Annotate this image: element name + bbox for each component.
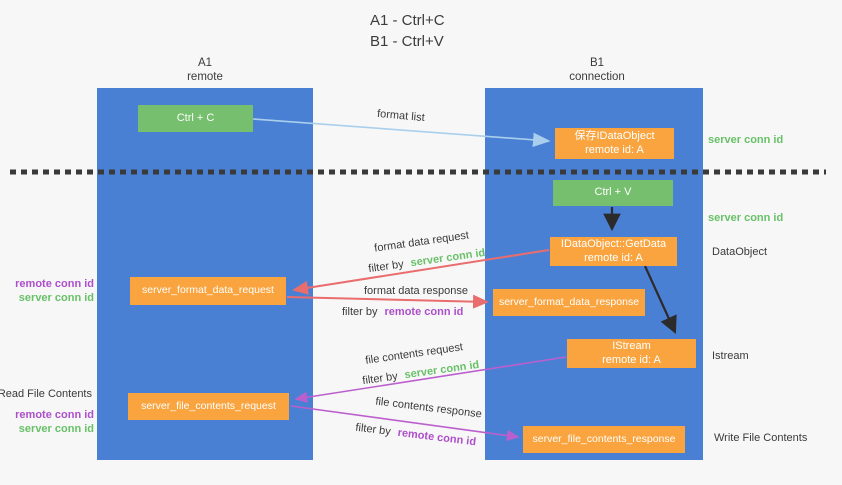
lifeline-a1-title: A1 bbox=[197, 57, 213, 69]
ctrl-c-label: Ctrl + C bbox=[176, 111, 215, 124]
filter-by-text: filter by bbox=[354, 421, 392, 438]
read-file-contents-annotation: Read File Contents bbox=[0, 388, 92, 400]
title-line-b1: B1 - Ctrl+V bbox=[370, 33, 444, 50]
save-dataobject-line1: 保存IDataObject bbox=[574, 130, 655, 142]
filter-by-remote-conn-id-label-2: filter by remote conn id bbox=[355, 422, 477, 450]
ctrl-v-node: Ctrl + V bbox=[553, 180, 673, 206]
ctrl-c-node: Ctrl + C bbox=[138, 105, 253, 132]
server-format-data-response-node: server_format_data_response bbox=[493, 289, 645, 316]
left-remote-conn-id-top: remote conn id bbox=[15, 278, 94, 290]
remote-conn-id-text: remote conn id bbox=[384, 306, 464, 318]
save-dataobject-node: 保存IDataObject remote id: A bbox=[555, 128, 674, 159]
filter-by-text: filter by bbox=[361, 370, 399, 388]
lifeline-b1-title: B1 bbox=[589, 57, 605, 69]
server-file-contents-response-node: server_file_contents_response bbox=[523, 426, 685, 453]
left-conn-id-pair-bottom: remote conn id server conn id bbox=[15, 408, 94, 436]
format-list-label: format list bbox=[377, 108, 426, 125]
server-conn-id-text: server conn id bbox=[409, 246, 486, 270]
file-contents-response-text: file contents response bbox=[374, 395, 483, 421]
lifeline-header-b1: B1 connection bbox=[537, 56, 657, 84]
lifeline-b1-subtitle: connection bbox=[569, 71, 625, 83]
right-server-conn-id-top: server conn id bbox=[708, 134, 784, 146]
lifeline-a1-subtitle: remote bbox=[187, 71, 223, 83]
format-data-response-label: format data response bbox=[364, 285, 468, 298]
filter-by-text: filter by bbox=[342, 306, 378, 318]
format-data-response-text: format data response bbox=[364, 285, 468, 297]
title-line-a1: A1 - Ctrl+C bbox=[370, 12, 445, 29]
file-contents-response-label: file contents response bbox=[375, 396, 483, 422]
getdata-line2: remote id: A bbox=[584, 251, 643, 264]
left-conn-id-pair-top: remote conn id server conn id bbox=[15, 277, 94, 305]
server-format-data-request-label: server_format_data_request bbox=[142, 284, 274, 297]
getdata-line1: IDataObject::GetData bbox=[560, 238, 667, 250]
save-dataobject-line2: remote id: A bbox=[585, 143, 644, 156]
istream-line2: remote id: A bbox=[602, 353, 661, 366]
format-list-text: format list bbox=[376, 107, 426, 125]
server-file-contents-request-label: server_file_contents_request bbox=[141, 399, 276, 412]
lifeline-header-a1: A1 remote bbox=[145, 56, 265, 84]
diagram-title: A1 - Ctrl+C B1 - Ctrl+V bbox=[370, 10, 445, 52]
right-server-conn-id-mid: server conn id bbox=[708, 212, 784, 224]
left-server-conn-id-top: server conn id bbox=[18, 292, 94, 304]
filter-by-remote-conn-id-label-1: filter by remote conn id bbox=[342, 306, 463, 319]
getdata-node: IDataObject::GetData remote id: A bbox=[550, 237, 677, 266]
server-format-data-request-node: server_format_data_request bbox=[130, 277, 286, 305]
write-file-contents-annotation: Write File Contents bbox=[714, 432, 808, 444]
istream-node: IStream remote id: A bbox=[567, 339, 696, 368]
remote-conn-id-text: remote conn id bbox=[396, 426, 477, 449]
server-format-data-response-label: server_format_data_response bbox=[498, 295, 640, 308]
ctrl-v-label: Ctrl + V bbox=[594, 186, 632, 199]
server-file-contents-request-node: server_file_contents_request bbox=[128, 393, 289, 420]
server-file-contents-response-label: server_file_contents_response bbox=[532, 432, 676, 445]
istream-annotation: Istream bbox=[712, 350, 749, 362]
server-conn-id-text: server conn id bbox=[403, 358, 480, 382]
filter-by-text: filter by bbox=[367, 258, 405, 276]
istream-line1: IStream bbox=[612, 340, 651, 352]
dataobject-annotation: DataObject bbox=[712, 246, 768, 258]
left-remote-conn-id-bottom: remote conn id bbox=[15, 409, 94, 421]
left-server-conn-id-bottom: server conn id bbox=[18, 423, 94, 435]
